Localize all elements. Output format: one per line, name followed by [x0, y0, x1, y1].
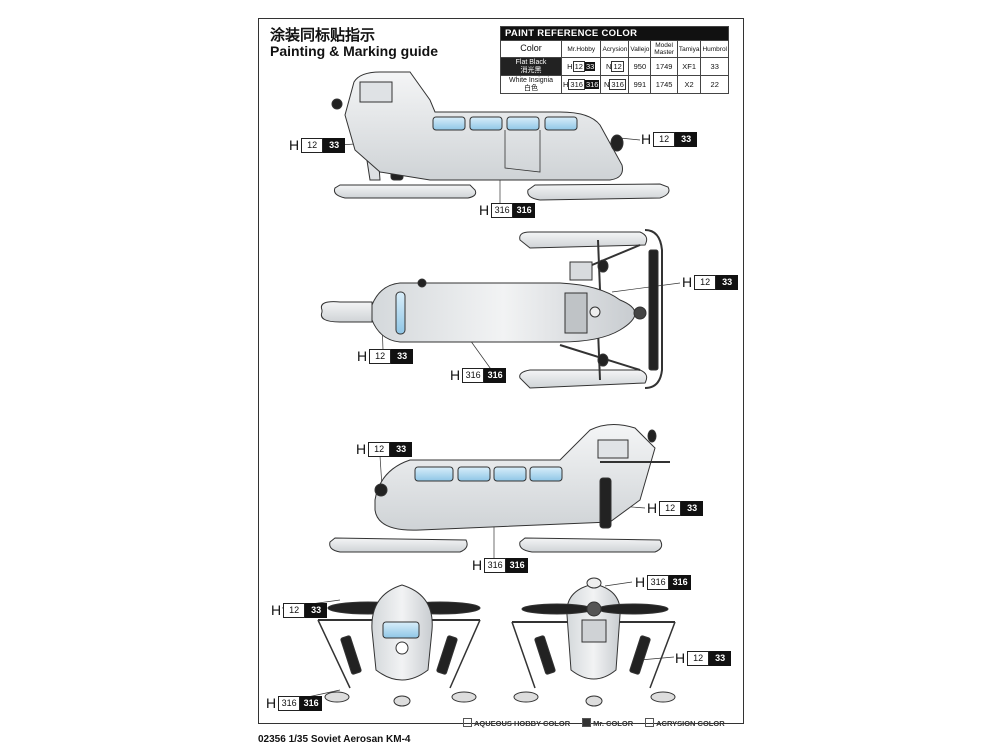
legend-mr: Mr. COLOR — [582, 718, 633, 728]
callout-code-dark: 316 — [484, 367, 507, 383]
callout-prefix: H — [271, 602, 282, 618]
legend-aqueous: AQUEOUS HOBBY COLOR — [463, 718, 570, 728]
hobby-prefix: H — [563, 80, 569, 89]
callout-code: 12 — [653, 131, 676, 147]
callout-code: 12 — [659, 500, 682, 516]
callout-code-dark: 33 — [323, 137, 346, 153]
callout-prefix: H — [357, 348, 368, 364]
aqueous-swatch — [463, 718, 472, 727]
callout-code-dark: 316 — [513, 202, 536, 218]
acry-code: 316 — [609, 79, 626, 90]
legend-acrysion: ACRYSION COLOR — [645, 718, 725, 728]
callout-prefix: H — [682, 274, 693, 290]
rear-view — [511, 577, 676, 707]
callout-code: 316 — [647, 574, 670, 590]
callout-code-dark: 33 — [391, 348, 414, 364]
callout-code-dark: 316 — [506, 557, 529, 573]
callout-prefix: H — [356, 441, 367, 457]
page-title: Painting & Marking guide — [270, 43, 439, 59]
acry-prefix: N — [603, 80, 610, 89]
legend-mr-label: Mr. COLOR — [593, 719, 634, 728]
hobby-code-dark: 316 — [584, 80, 600, 89]
color-legend: AQUEOUS HOBBY COLOR Mr. COLOR ACRYSION C… — [463, 718, 725, 728]
front-view — [317, 584, 481, 707]
callout-code-dark: 33 — [681, 500, 704, 516]
callout-code: 12 — [283, 602, 306, 618]
callout-prefix: H — [289, 137, 300, 153]
acry-code: 12 — [611, 61, 624, 72]
callout-prefix: H — [450, 367, 461, 383]
callout-code: 12 — [687, 650, 710, 666]
callout-prefix: H — [675, 650, 686, 666]
humbrol-cell: 22 — [700, 75, 729, 94]
color-name: Flat Black — [515, 59, 547, 66]
callout-prefix: H — [641, 131, 652, 147]
side-view-left — [329, 424, 670, 553]
callout-prefix: H — [647, 500, 658, 516]
callout-code: 316 — [462, 367, 485, 383]
callout-code: 12 — [369, 348, 392, 364]
callout-prefix: H — [635, 574, 646, 590]
color-name: White Insignia — [509, 77, 553, 84]
acrysion-swatch — [645, 718, 655, 727]
color-name-cn: 消光黑 — [520, 66, 542, 74]
page-title-cn: 涂装同标贴指示 — [270, 26, 376, 44]
callout-code: 316 — [484, 557, 507, 573]
callout-prefix: H — [479, 202, 490, 218]
hobby-prefix: H — [567, 62, 573, 71]
callout-prefix: H — [472, 557, 483, 573]
callout-code-dark: 33 — [716, 274, 739, 290]
legend-acrysion-label: ACRYSION COLOR — [656, 719, 725, 728]
callout-code-dark: 33 — [675, 131, 698, 147]
callout-code: 316 — [278, 695, 301, 711]
mr-swatch — [582, 718, 592, 727]
top-view — [320, 229, 663, 389]
color-name-cn: 白色 — [524, 84, 538, 92]
callout-code: 12 — [301, 137, 324, 153]
legend-aqueous-label: AQUEOUS HOBBY COLOR — [474, 719, 571, 728]
callout-code: 12 — [368, 441, 391, 457]
paint-reference-table: PAINT REFERENCE COLOR Color Mr.Hobby Acr… — [500, 26, 729, 94]
hobby-code: 316 — [568, 79, 585, 90]
footer-model-info: 02356 1/35 Soviet Aerosan KM-4 — [258, 734, 411, 745]
model-master-cell: 1745 — [650, 75, 678, 94]
hobby-code: 12 — [572, 61, 585, 72]
callout-code-dark: 33 — [709, 650, 732, 666]
acry-prefix: N — [606, 62, 612, 71]
callout-code-dark: 316 — [669, 574, 692, 590]
callout-code-dark: 33 — [390, 441, 413, 457]
callout-prefix: H — [266, 695, 277, 711]
side-view-right — [331, 71, 670, 201]
callout-code-dark: 316 — [300, 695, 323, 711]
hobby-code-dark: 33 — [584, 62, 596, 71]
callout-code: 316 — [491, 202, 514, 218]
callout-code: 12 — [694, 274, 717, 290]
callout-code-dark: 33 — [305, 602, 328, 618]
